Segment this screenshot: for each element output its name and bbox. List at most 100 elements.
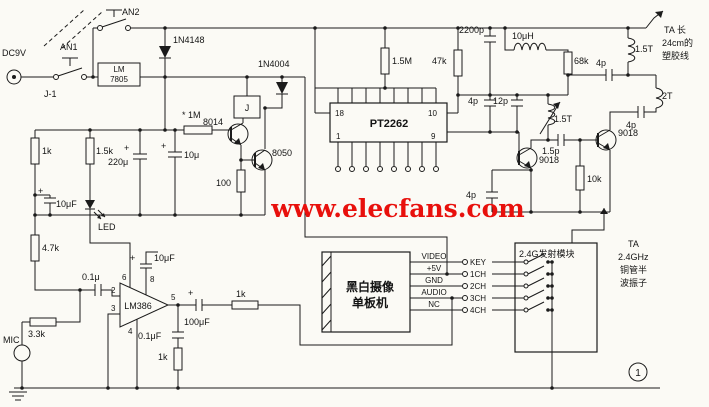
switch-an1 bbox=[53, 57, 87, 80]
label-10k: 10k bbox=[587, 174, 602, 184]
module-pin-key: KEY bbox=[470, 258, 487, 267]
label-led: LED bbox=[98, 222, 116, 232]
label-1k5: 1.5k bbox=[96, 146, 114, 156]
label-1p5: 1.5p bbox=[542, 146, 560, 156]
wires bbox=[14, 9, 664, 389]
antenna2-tip bbox=[600, 208, 608, 214]
transistor-9018-a bbox=[516, 147, 538, 169]
label-2t: 2T bbox=[662, 91, 673, 101]
resistor-4k7 bbox=[30, 234, 40, 262]
label-pin18: 18 bbox=[335, 109, 344, 118]
resistor-1k5 bbox=[85, 137, 95, 165]
label-1t5-top: 1.5T bbox=[635, 44, 654, 54]
plus-100uf: + bbox=[188, 288, 193, 298]
module-channel-switches bbox=[523, 253, 545, 313]
label-an2: AN2 bbox=[122, 7, 140, 17]
label-100uf: 100μF bbox=[184, 317, 210, 327]
label-j1: J-1 bbox=[44, 89, 57, 99]
label-8050: 8050 bbox=[272, 148, 292, 158]
camera-connector-hatch bbox=[321, 252, 332, 332]
capacitor-plates bbox=[44, 35, 645, 339]
coil-1t5-mid bbox=[547, 103, 556, 126]
label-antenna1-line3: 塑胶线 bbox=[662, 50, 689, 61]
label-220u: 220μ bbox=[108, 157, 128, 167]
components bbox=[6, 9, 664, 401]
label-an1: AN1 bbox=[60, 42, 78, 52]
resistor-3k3 bbox=[29, 317, 57, 327]
switch-an2 bbox=[97, 9, 131, 31]
transistor-9018-b bbox=[595, 129, 617, 151]
label-regulator-line1: LM bbox=[113, 65, 124, 74]
switch-gang-link bbox=[43, 9, 103, 49]
label-1n4148: 1N4148 bbox=[173, 35, 205, 45]
label-9018-b: 9018 bbox=[618, 128, 638, 138]
label-01u: 0.1μ bbox=[82, 272, 100, 282]
labels: DC9V AN1 AN2 J-1 LM 7805 1N4148 1N4004 J… bbox=[2, 7, 693, 379]
label-1k-a: 1k bbox=[42, 146, 52, 156]
wire-label-audio: AUDIO bbox=[421, 288, 446, 297]
resistor-1k-shunt bbox=[173, 347, 183, 371]
label-3k3: 3.3k bbox=[28, 329, 46, 339]
page-badge-number: 1 bbox=[635, 368, 641, 379]
plus-10uf-b: + bbox=[130, 253, 135, 263]
module-pin-3ch: 3CH bbox=[470, 294, 486, 303]
module-pin-2ch: 2CH bbox=[470, 282, 486, 291]
module-pin-4ch: 4CH bbox=[470, 306, 486, 315]
label-4p-a: 4p bbox=[468, 96, 478, 106]
ground-symbol bbox=[9, 391, 27, 401]
pt2262-address-pins bbox=[335, 166, 439, 172]
resistor-10k bbox=[575, 165, 585, 191]
page-badge-circle bbox=[628, 362, 648, 382]
module-pin-1ch: 1CH bbox=[470, 270, 486, 279]
label-1k-shunt: 1k bbox=[158, 352, 168, 362]
label-pt2262: PT2262 bbox=[370, 118, 409, 130]
site-watermark: www.elecfans.com bbox=[270, 194, 525, 223]
label-10uf-a: 10μF bbox=[56, 199, 77, 209]
label-relay-j: J bbox=[245, 103, 250, 113]
wire-label-nc: NC bbox=[428, 300, 440, 309]
tx-module-box bbox=[514, 242, 598, 353]
relay-box bbox=[233, 95, 261, 119]
label-pin9: 9 bbox=[431, 132, 436, 141]
resistor-100 bbox=[236, 169, 246, 193]
label-01uf: 0.1μF bbox=[138, 331, 162, 341]
label-mic: MIC bbox=[3, 335, 20, 345]
label-10uh: 10μH bbox=[512, 31, 534, 41]
label-4p-b: 4p bbox=[596, 58, 606, 68]
camera-box bbox=[321, 251, 411, 333]
label-antenna2-line3: 铜管半 bbox=[620, 264, 647, 275]
label-antenna1-line2: 24cm的 bbox=[662, 37, 693, 48]
pt2262-box bbox=[329, 102, 448, 143]
antenna1-tip bbox=[655, 11, 663, 18]
label-antenna2-line1: TA bbox=[628, 239, 639, 249]
plus-10uf-a: + bbox=[38, 186, 43, 196]
label-pin2: 2 bbox=[111, 286, 116, 295]
led-symbol bbox=[85, 200, 95, 209]
label-pin3: 3 bbox=[111, 304, 116, 313]
label-4p-c: 4p bbox=[626, 120, 636, 130]
label-tx-module: 2.4G发射模块 bbox=[519, 248, 575, 259]
label-1m: * 1M bbox=[182, 110, 201, 120]
resistor-1k-a bbox=[30, 137, 40, 165]
resistor-47k bbox=[453, 49, 463, 77]
label-lm386: LM386 bbox=[124, 301, 152, 311]
diode-1n4004-symbol bbox=[276, 82, 288, 94]
junction-dots bbox=[20, 26, 630, 390]
plus-10u: + bbox=[161, 141, 166, 151]
label-pin4: 4 bbox=[128, 327, 133, 336]
label-4p-d: 4p bbox=[466, 190, 476, 200]
wire-label-gnd: GND bbox=[425, 276, 443, 285]
bus-terminals bbox=[462, 259, 468, 313]
label-antenna1-line1: TA 长 bbox=[664, 24, 686, 35]
coil-1t5-top bbox=[627, 37, 636, 63]
label-pin10: 10 bbox=[428, 109, 437, 118]
wire-label-video: VIDEO bbox=[422, 252, 447, 261]
label-pin6: 6 bbox=[122, 273, 127, 282]
microphone-symbol bbox=[13, 344, 31, 362]
label-camera-line1: 黑白摄像 bbox=[346, 279, 395, 294]
resistor-1k-out bbox=[231, 300, 259, 310]
wire-label-5v: +5V bbox=[427, 264, 442, 273]
dc-jack bbox=[6, 69, 22, 85]
